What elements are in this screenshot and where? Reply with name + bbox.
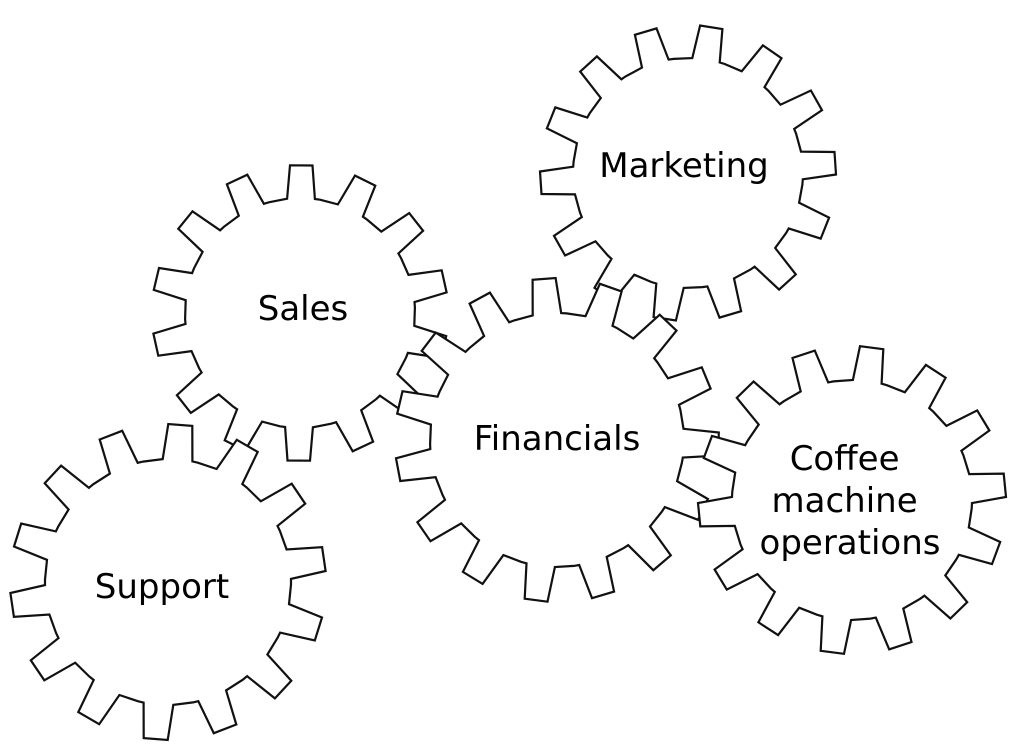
gear-coffee-label-line-2: machine [772, 481, 918, 521]
gear-support: Support [9, 422, 327, 742]
gear-sales-label: Sales [258, 289, 349, 329]
gear-coffee-label-line-1: Coffee [790, 439, 900, 479]
gear-support-outline [9, 422, 327, 742]
gear-coffee-label: Coffee machine operations [760, 439, 941, 563]
gear-marketing: Marketing [538, 24, 838, 322]
gear-support-label-line-1: Support [95, 567, 229, 607]
gear-financials-label: Financials [474, 419, 641, 459]
gear-support-label: Support [95, 567, 229, 607]
gear-financials-label-line-1: Financials [474, 419, 641, 459]
gear-financials-outline [394, 276, 720, 603]
gear-marketing-label: Marketing [599, 146, 768, 186]
gear-coffee: Coffee machine operations [696, 344, 1008, 656]
gear-marketing-label-line-1: Marketing [599, 146, 768, 186]
gear-sales-label-line-1: Sales [258, 289, 349, 329]
gear-coffee-outline [696, 344, 1008, 656]
gear-sales-outline [152, 164, 448, 462]
gear-financials: Financials [394, 276, 720, 603]
gear-marketing-outline [538, 24, 838, 322]
gear-sales: Sales [152, 164, 448, 462]
gear-coffee-label-line-3: operations [760, 523, 941, 563]
